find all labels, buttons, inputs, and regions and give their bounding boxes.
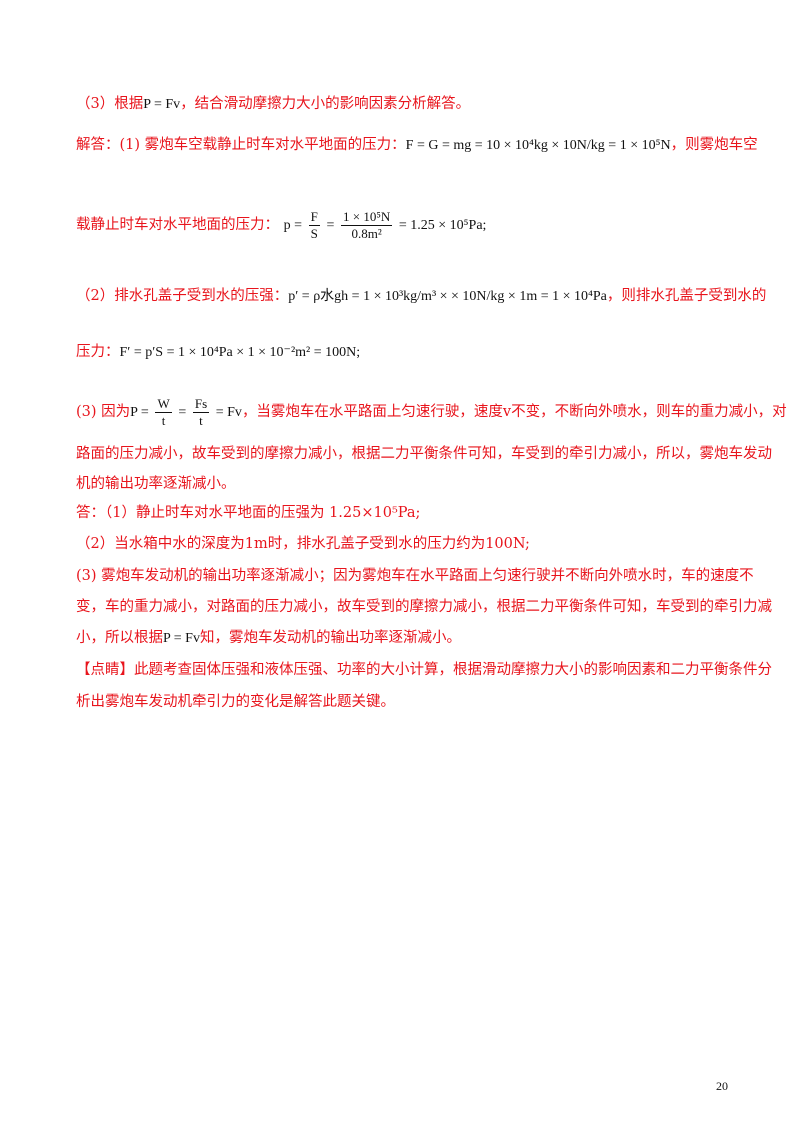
- line-11: (3) 雾炮车发动机的输出功率逐渐减小；因为雾炮车在水平路面上匀速行驶并不断向外…: [76, 568, 754, 584]
- line-14: 【点睛】此题考查固体压强和液体压强、功率的大小计算，根据滑动摩擦力大小的影响因素…: [76, 662, 772, 678]
- formula: = 1.25 × 10⁵Pa;: [398, 218, 487, 233]
- page-number: 20: [716, 1079, 728, 1093]
- formula: P =: [130, 405, 149, 420]
- text: 压力：: [76, 344, 120, 360]
- text: 解答：(1) 雾炮车空载静止时车对水平地面的压力：: [76, 137, 406, 153]
- text: ，则雾炮车空: [670, 137, 758, 153]
- text: (3) 因为: [76, 404, 131, 420]
- formula: F′ = p′S = 1 × 10⁴Pa × 1 × 10⁻²m² = 100N…: [119, 345, 361, 360]
- formula: p =: [283, 218, 303, 233]
- line-5: 压力：F′ = p′S = 1 × 10⁴Pa × 1 × 10⁻²m² = 1…: [76, 342, 736, 363]
- denominator: t: [161, 412, 166, 428]
- line-13: 小，所以根据P = Fv知，雾炮车发动机的输出功率逐渐减小。: [76, 628, 736, 649]
- text: 小，所以根据: [76, 630, 163, 646]
- numerator: Fs: [192, 395, 210, 413]
- line-2: 解答：(1) 雾炮车空载静止时车对水平地面的压力：F = G = mg = 10…: [76, 135, 758, 156]
- line-7: 路面的压力减小，故车受到的摩擦力减小，根据二力平衡条件可知，车受到的牵引力减小，…: [76, 446, 772, 462]
- line-15: 析出雾炮车发动机牵引力的变化是解答此题关键。: [76, 694, 395, 710]
- formula: F = G = mg = 10 × 10⁴kg × 10N/kg = 1 × 1…: [405, 138, 671, 153]
- denominator: S: [310, 225, 318, 241]
- text: ，结合滑动摩擦力大小的影响因素分析解答。: [180, 96, 471, 112]
- text: （2）排水孔盖子受到水的压强：: [76, 288, 289, 304]
- numerator: F: [308, 208, 320, 226]
- line-1: （3）根据P = Fv，结合滑动摩擦力大小的影响因素分析解答。: [76, 94, 736, 115]
- line-8: 机的输出功率逐渐减小。: [76, 476, 236, 492]
- line-12: 变，车的重力减小，对路面的压力减小，故车受到的摩擦力减小，根据二力平衡条件可知，…: [76, 599, 772, 615]
- line-9: 答：（1）静止时车对水平地面的压强为 1.25×10⁵Pa;: [76, 505, 421, 521]
- denominator: 0.8m²: [351, 225, 382, 241]
- numerator: 1 × 10⁵N: [340, 208, 393, 226]
- text: 载静止时车对水平地面的压力：: [76, 217, 279, 233]
- numerator: W: [155, 395, 172, 413]
- text: ，则排水孔盖子受到水的: [606, 288, 767, 304]
- formula: p′ = ρ水gh = 1 × 10³kg/m³ × × 10N/kg × 1m…: [288, 289, 607, 304]
- text: 知，雾炮车发动机的输出功率逐渐减小。: [199, 630, 461, 646]
- denominator: t: [199, 412, 203, 428]
- line-10: （2）当水箱中水的深度为1m时，排水孔盖子受到水的压力约为100N;: [76, 536, 530, 552]
- text: （3）根据: [76, 96, 144, 112]
- line-4: （2）排水孔盖子受到水的压强：p′ = ρ水gh = 1 × 10³kg/m³ …: [76, 286, 766, 307]
- formula: P = Fv: [163, 631, 200, 646]
- text: ，当雾炮车在水平路面上匀速行驶，速度v不变，不断向外喷水，则车的重力减小，对: [241, 404, 787, 420]
- formula: = Fv: [215, 405, 242, 420]
- formula: P = Fv: [143, 97, 181, 112]
